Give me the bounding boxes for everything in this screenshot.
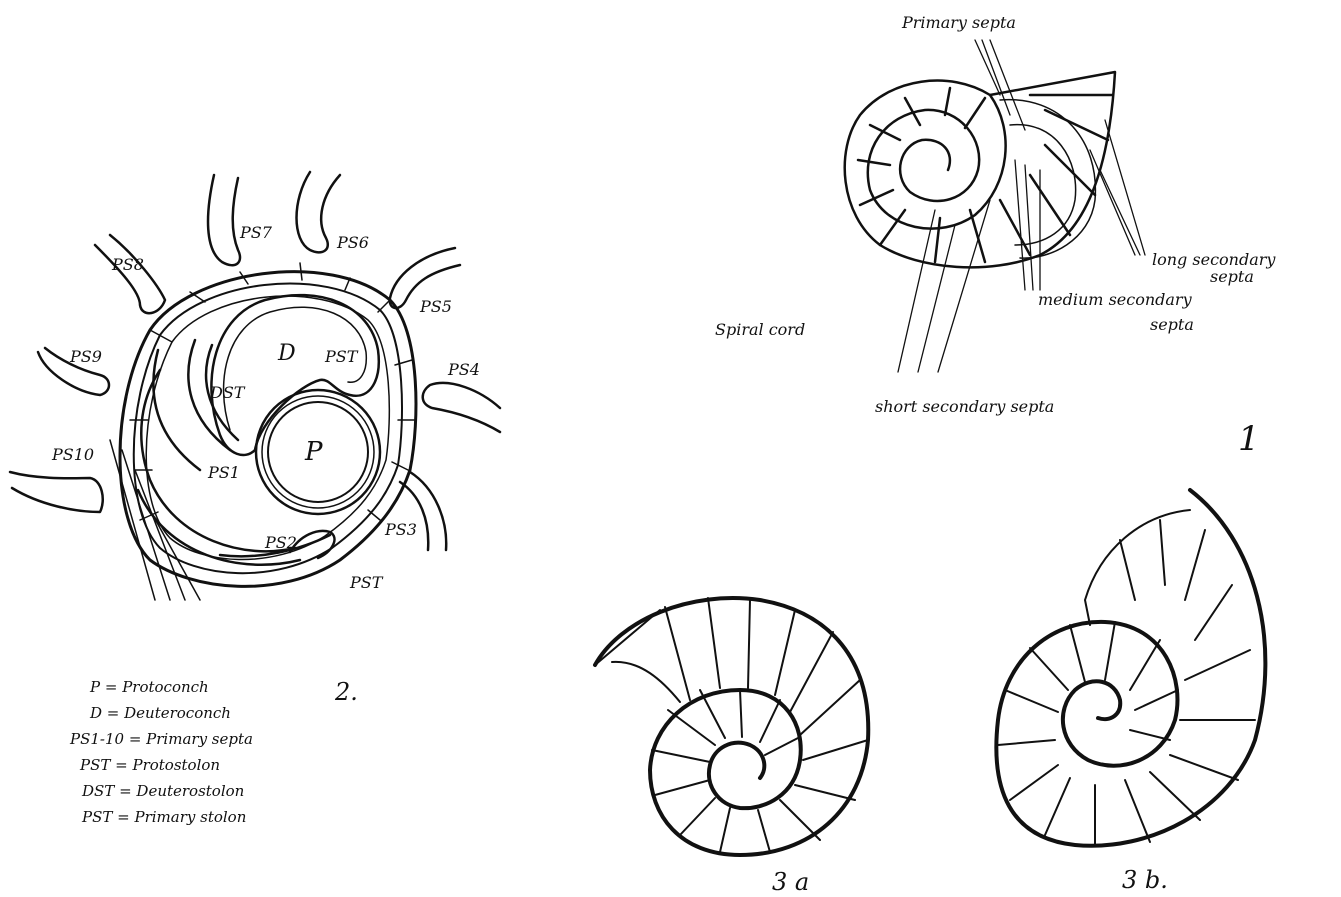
figure-1: Primary septa long secondary septa mediu… <box>715 13 1276 459</box>
figure-2-labels: PS7 PS6 PS8 PS5 PS9 PS4 PS10 PS3 PS2 PS1… <box>51 223 480 706</box>
figure-3b-label: 3 b. <box>1122 866 1168 894</box>
label-medium-secondary-septa: medium secondary <box>1038 290 1193 309</box>
label-dst: DST <box>209 383 246 402</box>
label-pst-lower: PST <box>349 573 384 592</box>
label-primary-septa: Primary septa <box>901 13 1016 32</box>
label-spiral-cord: Spiral cord <box>715 320 805 339</box>
figure-1-shell <box>845 72 1115 267</box>
legend-line: P = Protoconch <box>89 678 209 696</box>
label-ps8: PS8 <box>111 255 144 274</box>
label-ps1: PS1 <box>207 463 240 482</box>
legend-line: DST = Deuterostolon <box>81 782 244 800</box>
label-pst-upper: PST <box>324 347 359 366</box>
label-short-secondary-septa: short secondary septa <box>875 397 1054 416</box>
figure-3a: 3 a <box>595 598 868 896</box>
deuteroconch-wall <box>211 295 378 455</box>
label-ps9: PS9 <box>69 347 102 366</box>
figure-2-legend: P = Protoconch D = Deuteroconch PS1-10 =… <box>69 678 253 826</box>
figure-2: PS7 PS6 PS8 PS5 PS9 PS4 PS10 PS3 PS2 PS1… <box>10 172 500 826</box>
legend-line: PST = Protostolon <box>79 756 220 774</box>
label-long-secondary-septa: septa <box>1210 267 1254 286</box>
label-ps2: PS2 <box>264 533 297 552</box>
label-ps7: PS7 <box>239 223 273 242</box>
label-ps6: PS6 <box>336 233 369 252</box>
deuteroconch-inner-wall <box>224 307 367 430</box>
label-ps10: PS10 <box>51 445 94 464</box>
legend-line: PS1-10 = Primary septa <box>69 730 253 748</box>
figure-1-number: 1 <box>1238 419 1260 459</box>
legend-line: D = Deuteroconch <box>89 704 231 722</box>
label-ps4: PS4 <box>447 360 480 379</box>
label-medium-secondary-septa: septa <box>1150 315 1194 334</box>
label-ps3: PS3 <box>384 520 417 539</box>
label-d: D <box>277 341 296 366</box>
label-p: P <box>304 437 323 467</box>
figure-1-labels: Primary septa long secondary septa mediu… <box>715 13 1276 459</box>
figure-2-number: 2. <box>334 678 358 706</box>
figure-3b-shell <box>996 490 1265 846</box>
figure-3b: 3 b. <box>996 490 1265 894</box>
label-ps5: PS5 <box>419 297 452 316</box>
figure-3a-shell <box>595 598 868 855</box>
legend-line: PST = Primary stolon <box>81 808 246 826</box>
figure-3a-label: 3 a <box>772 868 809 896</box>
